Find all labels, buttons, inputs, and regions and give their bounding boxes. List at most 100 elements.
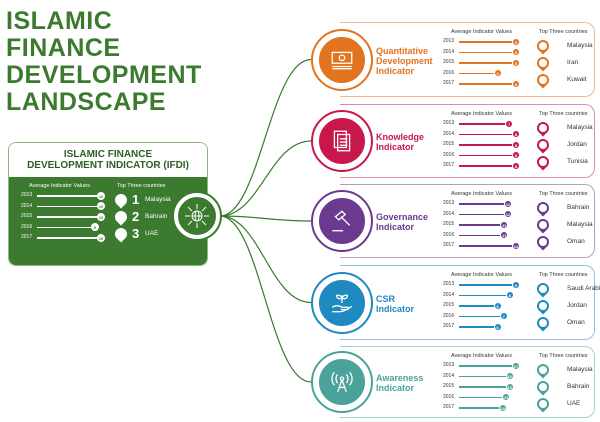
country-pin-icon — [534, 233, 552, 251]
values-header: Average Indicator Values — [451, 111, 512, 117]
value-dot: 8 — [512, 140, 520, 149]
value-dot: 15 — [505, 372, 514, 380]
year-label: 2016 — [443, 69, 455, 76]
country-name: Bahrain — [145, 213, 168, 220]
indicator-label-line: Awareness — [376, 373, 424, 383]
value-bar — [459, 245, 514, 247]
value-bar — [459, 396, 505, 398]
value-bar — [459, 62, 514, 64]
year-label: 2014 — [21, 202, 33, 209]
value-dot: 9 — [512, 280, 520, 289]
icon-ring — [311, 28, 373, 91]
country-pin-icon — [112, 191, 130, 209]
value-bar — [459, 51, 514, 53]
values-header: Average Indicator Values — [451, 272, 512, 278]
year-label: 2013 — [443, 38, 455, 44]
country-name: Malaysia — [567, 124, 593, 131]
countries-header: Top Three countries — [539, 111, 588, 117]
year-label: 2017 — [21, 234, 33, 240]
value-dot: 14 — [502, 393, 511, 401]
value-bar — [37, 216, 99, 218]
connector-line — [219, 58, 312, 217]
flag-icon — [537, 317, 549, 329]
rank-number: 1 — [132, 192, 140, 207]
flag-icon — [537, 202, 549, 214]
flag-icon — [537, 40, 549, 52]
value-dot: 8 — [512, 151, 520, 159]
value-bar — [459, 83, 514, 85]
value-bar — [459, 305, 496, 307]
country-name: Oman — [567, 238, 585, 245]
title-line: DEVELOPMENT — [6, 61, 202, 89]
country-pin-icon — [534, 297, 552, 315]
value-bar — [459, 386, 508, 388]
country-name: Bahrain — [567, 204, 590, 211]
flag-icon — [537, 398, 549, 410]
hand-plant-icon — [315, 275, 369, 330]
rank-number: 2 — [554, 55, 562, 70]
indicator-label-line: Knowledge — [376, 132, 425, 142]
country-pin-icon — [534, 37, 552, 55]
value-dot: 6 — [493, 301, 502, 310]
indicator-label-line: Quantitative — [376, 45, 429, 56]
icon-ring — [311, 271, 373, 334]
value-bar — [459, 123, 508, 125]
year-label: 2015 — [443, 59, 455, 65]
connector-line — [219, 215, 312, 304]
year-label: 2015 — [443, 302, 455, 308]
value-dot: 11 — [500, 220, 509, 229]
flag-icon — [537, 139, 549, 151]
value-bar — [459, 41, 514, 43]
ifdi-title-line2: DEVELOPMENT INDICATOR (IFDI) — [27, 160, 189, 171]
value-bar — [459, 165, 514, 167]
title-line: FINANCE — [6, 34, 121, 62]
rank-number: 1 — [554, 38, 562, 53]
country-pin-icon — [534, 280, 552, 298]
value-bar — [459, 375, 508, 377]
flag-icon — [537, 283, 549, 295]
values-header: Average Indicator Values — [451, 191, 512, 197]
value-bar — [459, 284, 514, 286]
value-bar — [459, 315, 502, 317]
value-dot: 8 — [512, 130, 520, 138]
indicator-label-line: Indicator — [376, 303, 415, 314]
values-header: Average Indicator Values — [451, 353, 512, 359]
year-label: 2014 — [443, 130, 455, 137]
value-bar — [459, 234, 503, 236]
value-dot: 6 — [512, 79, 520, 88]
value-dot: 6 — [493, 322, 502, 331]
year-label: 2016 — [443, 393, 455, 400]
country-name: Malaysia — [567, 366, 593, 373]
page-title: ISLAMIC FINANCE DEVELOPMENT LANDSCAPE — [6, 8, 202, 116]
flag-icon — [537, 156, 549, 168]
value-bar — [459, 294, 508, 296]
countries-header: Top Three countries — [539, 29, 588, 35]
year-label: 2015 — [443, 141, 455, 147]
year-label: 2017 — [443, 323, 455, 329]
flag-icon — [537, 381, 549, 393]
flag-icon — [115, 194, 127, 206]
gavel-icon — [315, 194, 369, 248]
indicator-label-line: Development — [376, 55, 433, 66]
country-name: UAE — [145, 230, 159, 237]
countries-header: Top Three countries — [539, 191, 588, 197]
broadcast-tower-icon — [315, 355, 369, 409]
country-pin-icon — [534, 314, 552, 332]
country-pin-icon — [534, 395, 552, 413]
flag-icon — [537, 74, 549, 86]
indicator-label-line: Indicator — [376, 383, 415, 393]
country-pin-icon — [534, 153, 552, 171]
rank-number: 2 — [554, 217, 562, 232]
title-line: ISLAMIC — [6, 7, 113, 35]
rank-number: 3 — [554, 234, 562, 249]
year-label: 2015 — [443, 383, 455, 389]
value-dot: 8 — [505, 291, 514, 299]
